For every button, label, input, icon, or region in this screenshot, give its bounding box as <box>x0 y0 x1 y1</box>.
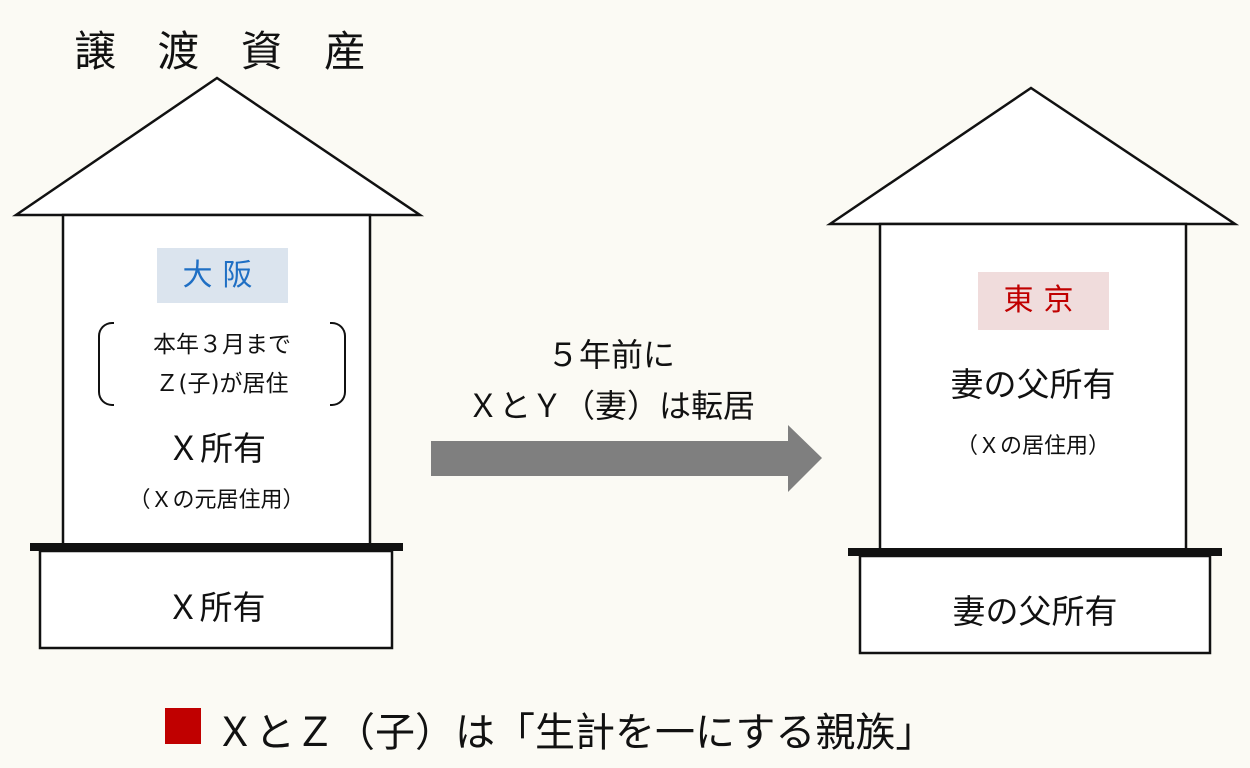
left-roof <box>11 76 425 217</box>
arrow-caption-line1: ５年前に <box>546 336 675 374</box>
right-land-owner: 妻の父所有 <box>952 592 1118 631</box>
left-land <box>38 549 394 650</box>
left-note-line2: Ｚ(子)が居住 <box>155 371 289 397</box>
left-land-owner: Ｘ所有 <box>166 588 266 627</box>
arrow-caption-line2: ＸとＹ（妻）は転居 <box>466 387 755 425</box>
region-label-osaka: 大阪 <box>157 248 288 303</box>
footer-note: ＸとＺ（子）は「生計を一にする親族」 <box>215 710 936 756</box>
right-building-owner: 妻の父所有 <box>950 365 1116 404</box>
left-building-owner: Ｘ所有 <box>167 429 266 468</box>
left-building-use: （Ｘの元居住用） <box>128 488 305 513</box>
footer-marker-icon <box>165 708 201 744</box>
region-label-tokyo: 東京 <box>978 272 1109 330</box>
left-house <box>11 76 425 650</box>
page-title: 譲 渡 資 産 <box>74 27 381 76</box>
bracket-right <box>330 322 346 406</box>
right-roof <box>825 86 1240 226</box>
right-building-use: （Ｘの居住用） <box>955 434 1110 459</box>
right-land <box>858 554 1212 655</box>
left-note-line1: 本年３月まで <box>153 332 291 358</box>
bracket-left <box>98 322 114 406</box>
move-arrow <box>431 425 822 492</box>
